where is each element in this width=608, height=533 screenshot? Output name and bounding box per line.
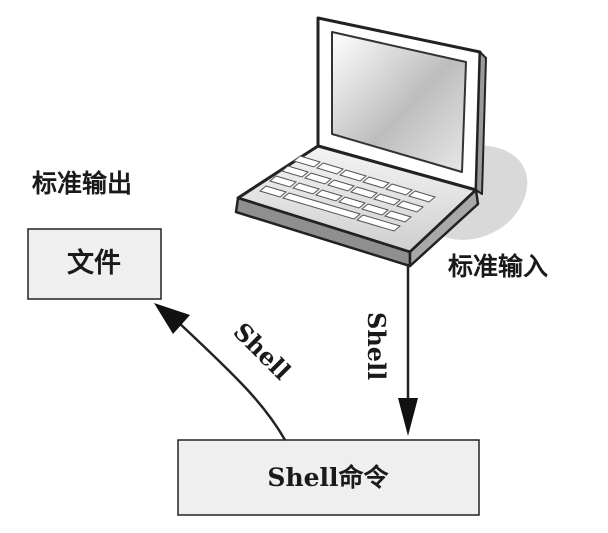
shell-label-vertical: Shell <box>362 312 391 380</box>
file-box: 文件 <box>27 228 162 300</box>
file-box-label: 文件 <box>67 247 121 279</box>
shell-command-box: Shell命令 <box>177 439 480 516</box>
stdout-label: 标准输出 <box>32 169 132 198</box>
stdout-arrow <box>154 303 287 441</box>
shell-label-diagonal: Shell <box>228 317 297 386</box>
stdin-arrow <box>398 264 418 436</box>
shell-command-label: Shell命令 <box>267 463 389 492</box>
laptop-icon <box>234 16 528 268</box>
stdin-label: 标准输入 <box>448 252 548 281</box>
